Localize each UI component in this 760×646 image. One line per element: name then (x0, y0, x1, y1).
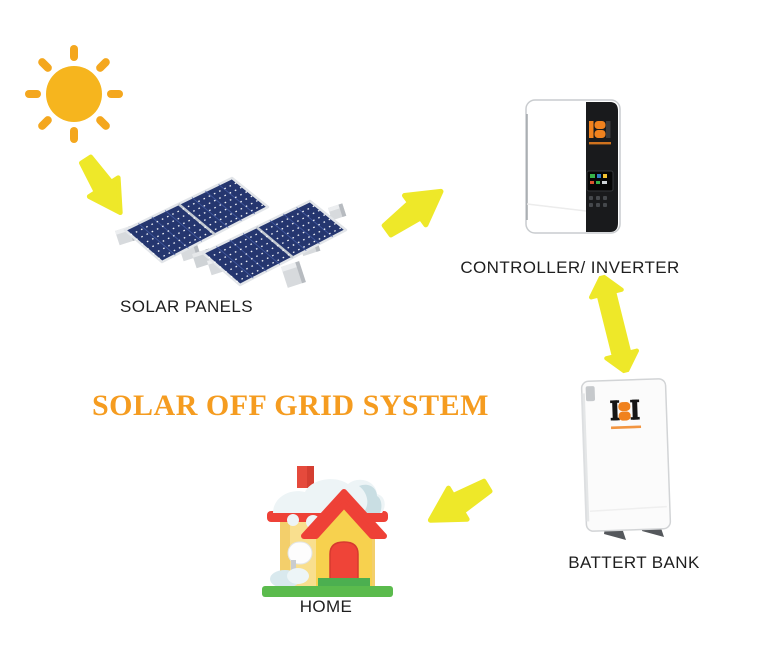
snow-pile (270, 568, 309, 588)
sun-ray (94, 114, 112, 132)
sun-ray (36, 114, 54, 132)
arrow-controller-battery-bidirectional-icon (582, 271, 645, 378)
inverter-display (586, 170, 614, 207)
panel-array-left (123, 176, 270, 264)
door (329, 541, 359, 589)
grass (262, 586, 393, 597)
sun-ray (70, 127, 78, 143)
sun-ray (25, 90, 41, 98)
battery-bank-illustration (580, 378, 672, 540)
home-label: HOME (299, 597, 353, 616)
sun-core (46, 66, 102, 122)
controller-inverter-label: CONTROLLER/ INVERTER (460, 258, 680, 277)
battery-bank-label: BATTERT BANK (568, 553, 700, 572)
arrow-sun-to-panels-icon (67, 146, 139, 226)
panel-array-right (201, 199, 348, 287)
solar-panels-illustration (115, 176, 348, 288)
sun-icon (19, 39, 129, 149)
sun-ray (94, 56, 112, 74)
sun-ray (36, 56, 54, 74)
brand-logo (610, 399, 642, 430)
sun-ray (70, 45, 78, 61)
arrow-battery-to-home-icon (416, 466, 501, 540)
brand-logo (589, 121, 611, 145)
home-icon (262, 466, 393, 597)
solar-panels-label: SOLAR PANELS (120, 297, 253, 316)
window (287, 541, 313, 573)
controller-inverter-illustration (525, 99, 621, 234)
diagram-title: SOLAR OFF GRID SYSTEM (92, 389, 489, 422)
sun-ray (107, 90, 123, 98)
arrow-panels-to-controller-icon (372, 172, 457, 249)
